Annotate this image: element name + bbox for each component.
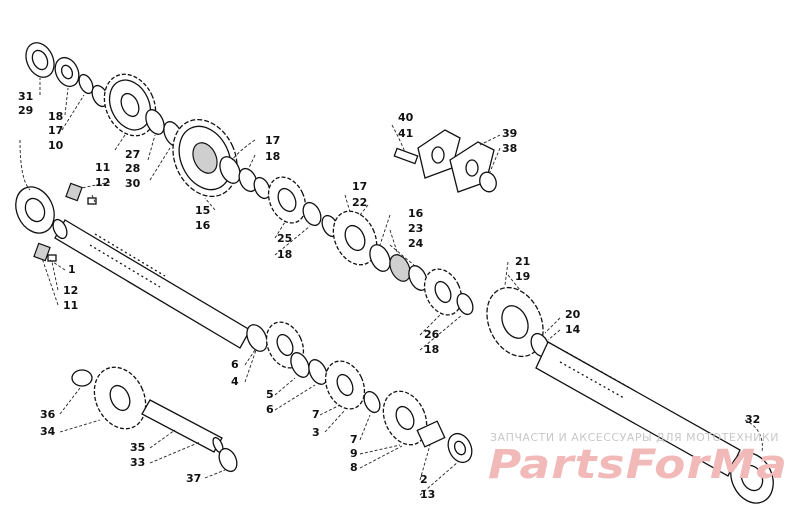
gear-part-21	[486, 286, 544, 358]
callout-35: 35	[130, 441, 145, 454]
callout-28: 28	[125, 162, 140, 175]
callout-18c: 18	[277, 248, 292, 261]
callout-4: 4	[231, 375, 239, 388]
callout-3: 3	[312, 426, 320, 439]
callout-13: 13	[420, 488, 435, 501]
leader-lines	[19, 78, 763, 496]
washer-part-26	[456, 292, 474, 316]
callout-12: 12	[95, 176, 110, 189]
callout-18b: 18	[265, 150, 280, 163]
callout-30: 30	[125, 177, 141, 190]
callout-7: 7	[312, 408, 320, 421]
callout-36: 36	[40, 408, 56, 421]
callout-18d: 18	[424, 343, 439, 356]
callout-9: 9	[350, 447, 358, 460]
bushing-part-5	[290, 352, 328, 385]
callout-15: 15	[195, 204, 210, 217]
gear-part-3	[324, 360, 366, 410]
callout-41: 41	[398, 127, 413, 140]
callout-34: 34	[40, 425, 56, 438]
callout-37: 37	[186, 472, 201, 485]
callout-11: 11	[95, 161, 110, 174]
callout-12b: 12	[63, 284, 78, 297]
bearing-part-31	[25, 42, 55, 78]
mainshaft-part	[52, 218, 251, 349]
callout-18: 18	[48, 110, 63, 123]
bearing-part-10	[15, 186, 55, 234]
callout-33: 33	[130, 456, 145, 469]
callout-numbers: 31 29 18 17 10 27 28 30 15 16 17 18 11 1…	[18, 90, 760, 501]
callout-8: 8	[350, 461, 358, 474]
gear-part-27	[103, 73, 157, 137]
callout-1: 1	[68, 263, 76, 276]
callout-5: 5	[266, 388, 274, 401]
callout-17b: 17	[265, 134, 280, 147]
watermark-caption: ЗАПЧАСТИ И АКСЕССУАРЫ ДЛЯ МОТОТЕХНИКИ	[490, 431, 779, 444]
lock-nut-part	[54, 56, 80, 88]
callout-11b: 11	[63, 299, 78, 312]
callout-26: 26	[424, 328, 440, 341]
callout-29: 29	[18, 104, 33, 117]
callout-6b: 6	[266, 403, 274, 416]
callout-38: 38	[502, 142, 517, 155]
callout-16: 16	[195, 219, 211, 232]
snap-ring-part-7	[363, 390, 381, 414]
callout-20: 20	[565, 308, 581, 321]
bearing-part-2	[416, 420, 473, 464]
gasket-part	[449, 141, 497, 193]
callout-27: 27	[125, 148, 140, 161]
callout-10: 10	[48, 139, 64, 152]
retainer-part-11	[33, 182, 97, 262]
callout-2: 2	[420, 473, 428, 486]
idler-shaft-part-35	[141, 399, 224, 454]
callout-24: 24	[408, 237, 424, 250]
callout-23: 23	[408, 222, 423, 235]
callout-14: 14	[565, 323, 581, 336]
watermark-brand: PartsForMa	[488, 442, 788, 488]
callout-22: 22	[352, 196, 367, 209]
callout-25: 25	[277, 232, 292, 245]
callout-21: 21	[515, 255, 530, 268]
idler-gear-part-34	[71, 366, 147, 430]
cover-plate-part	[393, 129, 461, 179]
gear-part-9	[382, 390, 428, 446]
callout-16b: 16	[408, 207, 424, 220]
callout-6: 6	[231, 358, 239, 371]
callout-39: 39	[502, 127, 517, 140]
gear-part-26	[423, 268, 463, 316]
gear-part-22	[332, 210, 378, 266]
gear-part-15	[172, 118, 238, 198]
callout-17: 17	[48, 124, 63, 137]
callout-17c: 17	[352, 180, 367, 193]
callout-19: 19	[515, 270, 530, 283]
bushing-part-23	[369, 244, 428, 291]
washer-part-37	[218, 447, 238, 473]
countershaft-part	[535, 341, 774, 504]
watermark: ЗАПЧАСТИ И АКСЕССУАРЫ ДЛЯ МОТОТЕХНИКИ Pa…	[488, 431, 788, 488]
bushing-part	[219, 156, 271, 200]
gear-part-25	[267, 176, 307, 224]
callout-31: 31	[18, 90, 33, 103]
callout-40: 40	[398, 111, 414, 124]
callout-7b: 7	[350, 433, 358, 446]
callout-32: 32	[745, 413, 760, 426]
